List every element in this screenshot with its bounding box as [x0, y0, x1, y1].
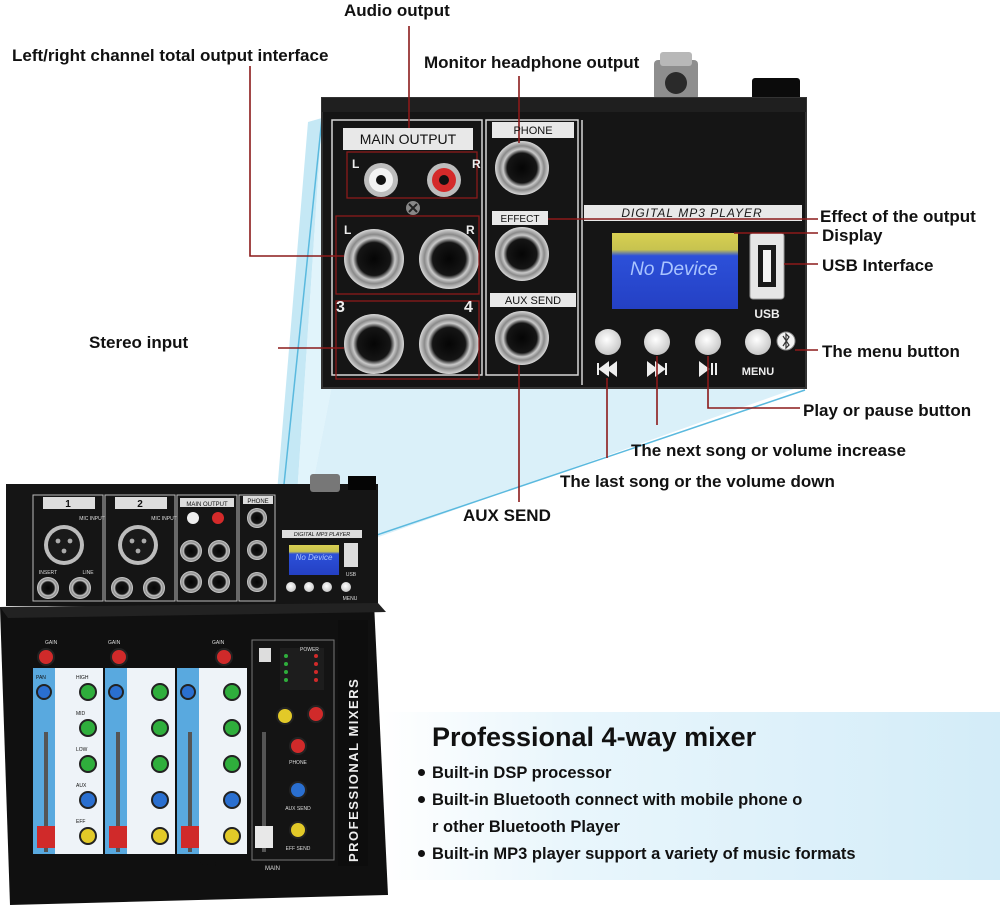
mixer-mp3-player-label: DIGITAL MP3 PLAYER: [294, 532, 351, 538]
feature-item-text: Built-in Bluetooth connect with mobile p…: [432, 791, 803, 809]
mixer-phone-label: PHONE: [247, 499, 268, 505]
mixer-aux-send-knob-label: AUX SEND: [285, 806, 311, 812]
feature-item-text: r other Bluetooth Player: [432, 818, 620, 836]
feature-item: Built-in DSP processor: [418, 760, 858, 787]
bullet-icon: [418, 769, 425, 777]
callout-aux-send: AUX SEND: [463, 506, 551, 525]
mixer-main-output-label: MAIN OUTPUT: [186, 502, 228, 508]
feature-background: [380, 712, 1000, 880]
mixer-usb-label: USB: [346, 572, 357, 578]
mixer-pan-1: PAN: [36, 675, 46, 681]
bullet-icon: [418, 796, 425, 804]
projection-bottom: [290, 385, 805, 602]
feature-item-text: Built-in DSP processor: [432, 764, 612, 782]
mixer-mic-input-1: MIC INPUT: [79, 516, 105, 522]
zoomed-panel: [321, 52, 807, 389]
callout-usb-interface: USB Interface: [822, 256, 934, 275]
knobs-ch2: [108, 648, 169, 845]
mixer-peak-2: PEAK: [157, 862, 171, 868]
feature-item-text: Built-in MP3 player support a variety of…: [432, 845, 856, 863]
callout-next-song: The next song or volume increase: [631, 441, 906, 460]
panel-lcd-text: No Device: [630, 259, 718, 280]
panel-right-label-2: R: [466, 223, 475, 237]
mixer-gain-1: GAIN: [45, 640, 58, 646]
bullet-icon: [418, 850, 425, 858]
mixer-line-1: LINE: [82, 570, 94, 576]
mixer-gain-2: GAIN: [108, 640, 121, 646]
panel-main-output-label: MAIN OUTPUT: [360, 131, 457, 147]
mixer-mic-input-2: MIC INPUT: [151, 516, 177, 522]
callout-effect-of-output: Effect of the output: [820, 207, 976, 226]
mixer-power-label: POWER: [300, 647, 319, 653]
feature-item-continued: r other Bluetooth Player: [418, 814, 858, 841]
mixer-eff-send-knob-label: EFF SEND: [286, 846, 311, 852]
callout-lr-total-output: Left/right channel total output interfac…: [12, 46, 329, 65]
mixer-ch3-usb: 3/4(USB): [200, 862, 221, 868]
mixer-aux-1: AUX: [76, 783, 87, 789]
panel-input-4-label: 4: [464, 299, 473, 316]
callout-play-pause: Play or pause button: [803, 401, 972, 420]
projection-left: [268, 118, 322, 602]
panel-usb-label: USB: [754, 307, 780, 321]
mixer-menu-label: MENU: [343, 596, 358, 602]
feature-item: Built-in MP3 player support a variety of…: [418, 841, 858, 868]
feature-list: Built-in DSP processor Built-in Bluetoot…: [418, 760, 858, 868]
mixer-main-label: MAIN: [265, 866, 280, 872]
feature-title: Professional 4-way mixer: [432, 722, 757, 752]
panel-mp3-player-label: DIGITAL MP3 PLAYER: [621, 206, 762, 220]
panel-right-label: R: [472, 157, 481, 171]
panel-left-label-2: L: [344, 223, 351, 237]
mixer-eff-1: EFF: [76, 819, 85, 825]
knobs-ch1: [36, 648, 97, 845]
panel-menu-label: MENU: [742, 366, 774, 378]
callout-display: Display: [822, 226, 883, 245]
panel-left-label: L: [352, 157, 359, 171]
mixer-ch1-label: 1: [65, 499, 71, 510]
mixer-insert-1: INSERT: [39, 570, 57, 576]
mixer-lcd-text: No Device: [296, 553, 333, 562]
mixer-ch2-label: 2: [137, 499, 143, 510]
callout-lines: [249, 26, 818, 502]
knobs-ch3: [180, 648, 241, 845]
mixer-mid-1: MID: [76, 711, 86, 717]
callout-stereo-input: Stereo input: [89, 333, 189, 352]
panel-input-3-label: 3: [336, 299, 345, 316]
mixer-unit: [0, 474, 388, 905]
callout-monitor-headphone: Monitor headphone output: [424, 53, 640, 72]
callout-audio-output: Audio output: [344, 1, 450, 20]
mixer-low-1: LOW: [76, 747, 88, 753]
panel-phone-label: PHONE: [513, 125, 552, 137]
panel-aux-send-label: AUX SEND: [505, 295, 561, 307]
mixer-brand-label: PROFESSIONAL MIXERS: [346, 678, 361, 862]
mixer-gain-3: GAIN: [212, 640, 225, 646]
knobs-master: [276, 705, 325, 839]
feature-item: Built-in Bluetooth connect with mobile p…: [418, 787, 858, 814]
callout-menu-button: The menu button: [822, 342, 960, 361]
mixer-phone-knob-label: PHONE: [289, 760, 307, 766]
panel-effect-label: EFFECT: [501, 214, 540, 225]
mixer-high-1: HIGH: [76, 675, 89, 681]
callout-last-song: The last song or the volume down: [560, 472, 835, 491]
mixer-peak-1: PEAK: [84, 862, 98, 868]
